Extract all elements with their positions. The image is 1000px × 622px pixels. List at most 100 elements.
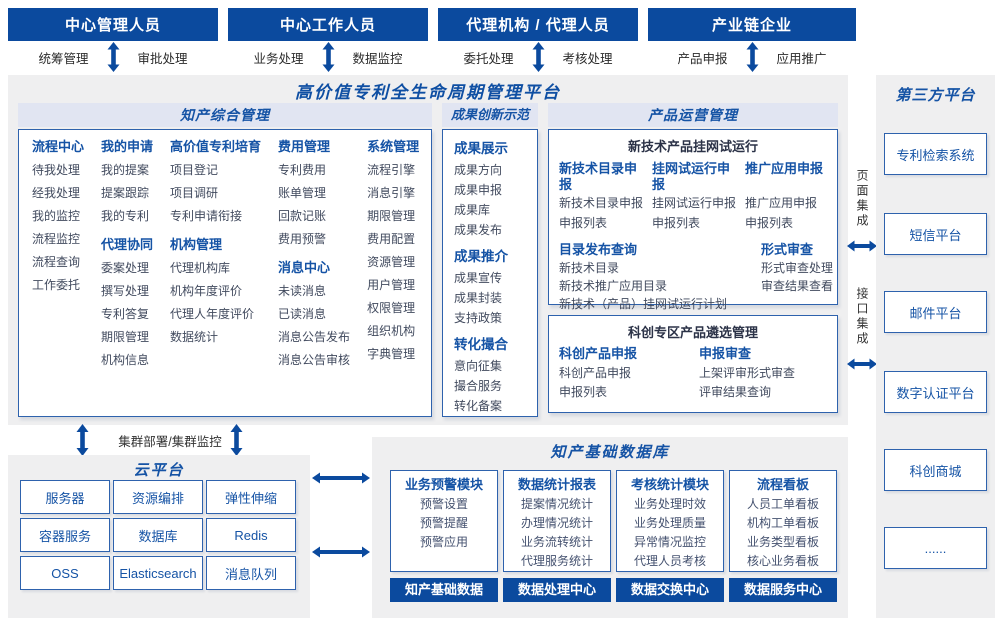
ip-database-title: 知产基础数据库 <box>550 444 670 461</box>
interface-integration-label: 接口集成 <box>855 287 869 347</box>
menu-group-heading: 推广应用申报 <box>745 161 824 176</box>
menu-group: 机构管理代理机构库机构年度评价代理人年度评价数据统计 <box>170 233 261 349</box>
role-function-labels: 统筹管理 审批处理 <box>8 42 218 72</box>
menu-item: 业务流转统计 <box>520 535 593 549</box>
trial-run-box: 新技术产品挂网试运行 新技术目录申报新技术目录申报申报列表挂网试运行申报挂网试运… <box>548 129 838 311</box>
menu-group: 目录发布查询新技术目录新技术推广应用目录新技术（产品）挂网试运行计划 <box>559 240 755 313</box>
horizontal-double-arrow-icon <box>312 546 370 558</box>
menu-group-heading: 形式审查 <box>760 242 813 257</box>
selection-column: 科创产品申报科创产品申报申报列表 <box>559 343 699 402</box>
menu-item: 数据统计 <box>170 330 219 344</box>
menu-group: 流程中心待我处理经我处理我的监控流程监控流程查询工作委托 <box>32 135 84 297</box>
menu-group-heading: 成果推介 <box>454 249 508 264</box>
section-header-innovation-demo: 成果创新示范 <box>442 103 538 127</box>
menu-item: 项目登记 <box>170 163 219 177</box>
product-selection-box: 科创专区产品遴选管理 科创产品申报科创产品申报申报列表申报审查上架评审形式审查评… <box>548 315 838 413</box>
menu-item: 业务类型看板 <box>746 535 819 549</box>
menu-item: 待我处理 <box>32 163 81 177</box>
menu-group-heading: 新技术目录申报 <box>559 161 638 192</box>
menu-item: 成果申报 <box>454 183 503 197</box>
vertical-double-arrow-icon <box>532 42 544 72</box>
menu-item: 账单管理 <box>278 186 327 200</box>
menu-item: 代理人年度评价 <box>170 307 255 321</box>
menu-item: 组织机构 <box>367 324 416 338</box>
menu-item: 支持政策 <box>454 311 503 325</box>
menu-group-heading: 我的申请 <box>101 139 154 154</box>
trial-run-box-title: 新技术产品挂网试运行 <box>627 139 758 154</box>
innovation-demo-body: 成果展示成果方向成果申报成果库成果发布成果推介成果宣传成果封装支持政策转化撮合意… <box>442 129 538 417</box>
platform-panel: 高价值专利全生命周期管理平台 知产综合管理 流程中心待我处理经我处理我的监控流程… <box>8 75 848 425</box>
menu-item: 撰写处理 <box>101 284 150 298</box>
menu-group-heading: 消息中心 <box>278 260 331 275</box>
menu-item: 用户管理 <box>367 278 416 292</box>
module-heading: 考核统计模块 <box>630 477 709 492</box>
menu-item: 上架评审形式审查 <box>699 366 796 380</box>
menu-column: 流程中心待我处理经我处理我的监控流程监控流程查询工作委托 <box>32 135 84 416</box>
menu-column: 我的申请我的提案提案跟踪我的专利代理协同委案处理撰写处理专利答复期限管理机构信息 <box>101 135 153 416</box>
third-party-system-box: 数字认证平台 <box>884 371 987 413</box>
role-function-label: 产品申报 <box>677 51 728 66</box>
module-heading: 流程看板 <box>756 477 809 492</box>
menu-item: 消息引擎 <box>367 186 416 200</box>
vertical-double-arrow-icon <box>746 42 758 72</box>
menu-item: 挂网试运行申报 <box>652 196 737 210</box>
menu-group: 形式审查形式审查处理审查结果查看 <box>761 240 833 313</box>
menu-group-heading: 代理协同 <box>101 237 154 252</box>
menu-group-heading: 机构管理 <box>170 237 223 252</box>
menu-group-heading: 高价值专利培育 <box>170 139 262 154</box>
menu-item: 专利费用 <box>278 163 327 177</box>
menu-item: 人员工单看板 <box>746 497 819 511</box>
trial-run-bottom-groups: 目录发布查询新技术目录新技术推广应用目录新技术（产品）挂网试运行计划形式审查形式… <box>549 233 837 313</box>
menu-item: 权限管理 <box>367 301 416 315</box>
menu-item: 代理服务统计 <box>520 554 593 568</box>
third-party-system-box: 科创商城 <box>884 449 987 491</box>
menu-item: 我的专利 <box>101 209 150 223</box>
menu-item: 审查结果查看 <box>760 279 833 293</box>
menu-item: 成果库 <box>454 203 491 217</box>
menu-item: 委案处理 <box>101 261 150 275</box>
menu-item: 评审结果查询 <box>699 385 772 399</box>
menu-item: 申报列表 <box>559 385 608 399</box>
menu-item: 专利答复 <box>101 307 150 321</box>
cloud-service-box: 弹性伸缩 <box>206 480 296 514</box>
menu-item: 费用预警 <box>278 232 327 246</box>
role-function-label: 应用推广 <box>776 51 827 66</box>
data-center-badge: 数据处理中心 <box>503 578 611 602</box>
menu-item: 未读消息 <box>278 284 327 298</box>
menu-item: 新技术推广应用目录 <box>559 279 668 293</box>
menu-item: 提案跟踪 <box>101 186 150 200</box>
menu-item: 我的监控 <box>32 209 81 223</box>
menu-item: 成果宣传 <box>454 271 503 285</box>
module-heading: 数据统计报表 <box>517 477 596 492</box>
cloud-service-box: 消息队列 <box>206 556 296 590</box>
menu-item: 代理人员考核 <box>633 554 706 568</box>
menu-group: 代理协同委案处理撰写处理专利答复期限管理机构信息 <box>101 233 153 372</box>
menu-item: 核心业务看板 <box>746 554 819 568</box>
menu-item: 撮合服务 <box>454 379 503 393</box>
menu-item: 预警应用 <box>419 535 468 549</box>
menu-group: 系统管理流程引擎消息引擎期限管理费用配置资源管理用户管理权限管理组织机构字典管理 <box>367 135 419 366</box>
ip-management-body: 流程中心待我处理经我处理我的监控流程监控流程查询工作委托我的申请我的提案提案跟踪… <box>18 129 432 417</box>
data-center-badge: 知产基础数据 <box>390 578 498 602</box>
platform-title: 高价值专利全生命周期管理平台 <box>295 83 561 102</box>
cloud-service-box: 服务器 <box>20 480 110 514</box>
menu-item: 新技术（产品）挂网试运行计划 <box>559 297 728 311</box>
menu-item: 成果方向 <box>454 163 503 177</box>
third-party-panel: 第三方平台 专利检索系统短信平台邮件平台数字认证平台科创商城...... <box>876 75 995 618</box>
role-function-label: 统筹管理 <box>38 51 89 66</box>
role-function-labels: 产品申报 应用推广 <box>648 42 856 72</box>
role-function-label: 审批处理 <box>137 51 188 66</box>
menu-group-heading: 系统管理 <box>367 139 420 154</box>
module-heading: 业务预警模块 <box>404 477 483 492</box>
menu-item: 成果封装 <box>454 291 503 305</box>
menu-item: 机构工单看板 <box>746 516 819 530</box>
menu-item: 业务处理质量 <box>633 516 706 530</box>
submission-column: 推广应用申报推广应用申报申报列表 <box>745 159 835 233</box>
menu-group: 成果推介成果宣传成果封装支持政策 <box>454 245 535 328</box>
menu-item: 工作委托 <box>32 278 81 292</box>
role-function-label: 考核处理 <box>562 51 613 66</box>
menu-item: 办理情况统计 <box>520 516 593 530</box>
role-function-labels: 业务处理数据监控 <box>228 42 428 72</box>
